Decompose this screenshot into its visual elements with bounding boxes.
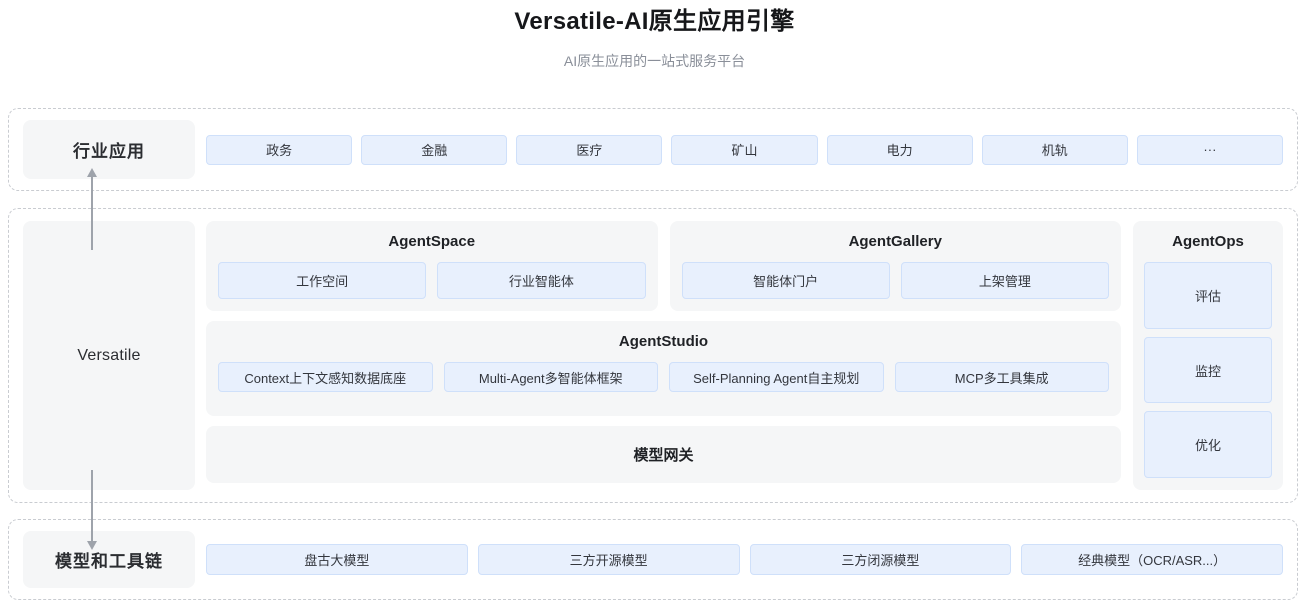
agentgallery-item-listing-management[interactable]: 上架管理 xyxy=(900,262,1109,299)
arrow-up-icon xyxy=(87,168,97,250)
agentspace-item-industry-agent[interactable]: 行业智能体 xyxy=(437,262,646,299)
agentops-items: 评估 监控 优化 xyxy=(1144,262,1272,479)
agentops-title: AgentOps xyxy=(1172,233,1244,250)
platform-top-groups: AgentSpace 工作空间 行业智能体 AgentGallery 智能体门户… xyxy=(206,221,1121,311)
agentspace-card: AgentSpace 工作空间 行业智能体 xyxy=(206,221,658,311)
industry-item-healthcare[interactable]: 医疗 xyxy=(516,134,663,165)
industry-label: 行业应用 xyxy=(23,120,195,179)
models-item-classic[interactable]: 经典模型（OCR/ASR...） xyxy=(1021,544,1283,575)
models-pill-strip: 盘古大模型 三方开源模型 三方闭源模型 经典模型（OCR/ASR...） xyxy=(206,531,1283,588)
industry-item-power[interactable]: 电力 xyxy=(826,134,973,165)
agentgallery-card: AgentGallery 智能体门户 上架管理 xyxy=(669,221,1121,311)
agentops-item-evaluation[interactable]: 评估 xyxy=(1144,262,1272,329)
industry-item-rail[interactable]: 机轨 xyxy=(981,134,1128,165)
industry-item-finance[interactable]: 金融 xyxy=(361,134,508,165)
industry-item-government[interactable]: 政务 xyxy=(206,134,353,165)
agentstudio-items: Context上下文感知数据底座 Multi-Agent多智能体框架 Self-… xyxy=(218,362,1109,404)
models-row: 模型和工具链 盘古大模型 三方开源模型 三方闭源模型 经典模型（OCR/ASR.… xyxy=(9,520,1297,599)
industry-item-mining[interactable]: 矿山 xyxy=(671,134,818,165)
agentstudio-item-mcp[interactable]: MCP多工具集成 xyxy=(894,362,1109,392)
arrow-down-icon xyxy=(87,470,97,550)
models-item-third-party-closed-source[interactable]: 三方闭源模型 xyxy=(749,544,1012,575)
agentspace-item-workspace[interactable]: 工作空间 xyxy=(218,262,427,299)
platform-label: Versatile xyxy=(23,221,195,490)
agentops-item-optimization[interactable]: 优化 xyxy=(1144,411,1272,479)
page-title: Versatile-AI原生应用引擎 xyxy=(514,8,795,35)
agentgallery-items: 智能体门户 上架管理 xyxy=(681,262,1109,299)
models-label: 模型和工具链 xyxy=(23,531,195,588)
platform-row: Versatile AgentSpace 工作空间 行业智能体 AgentGal… xyxy=(9,209,1297,502)
agentops-item-monitoring[interactable]: 监控 xyxy=(1144,336,1272,404)
agentstudio-title: AgentStudio xyxy=(618,333,709,350)
page-header: Versatile-AI原生应用引擎 AI原生应用的一站式服务平台 xyxy=(0,0,1309,71)
industry-row: 行业应用 政务 金融 医疗 矿山 电力 机轨 ··· xyxy=(9,109,1297,190)
platform-main-column: AgentSpace 工作空间 行业智能体 AgentGallery 智能体门户… xyxy=(206,221,1121,490)
models-item-third-party-open-source[interactable]: 三方开源模型 xyxy=(477,544,740,575)
agentgallery-title: AgentGallery xyxy=(848,233,942,250)
platform-section: Versatile AgentSpace 工作空间 行业智能体 AgentGal… xyxy=(8,208,1298,503)
agentgallery-item-agent-portal[interactable]: 智能体门户 xyxy=(681,262,890,299)
models-item-pangu[interactable]: 盘古大模型 xyxy=(206,544,468,575)
agentops-card: AgentOps 评估 监控 优化 xyxy=(1133,221,1283,490)
agentstudio-card: AgentStudio Context上下文感知数据底座 Multi-Agent… xyxy=(206,321,1121,416)
industry-item-more[interactable]: ··· xyxy=(1136,134,1283,165)
agentspace-items: 工作空间 行业智能体 xyxy=(218,262,646,299)
agentstudio-item-context[interactable]: Context上下文感知数据底座 xyxy=(218,362,433,392)
industry-pill-strip: 政务 金融 医疗 矿山 电力 机轨 ··· xyxy=(206,120,1283,179)
industry-applications-section: 行业应用 政务 金融 医疗 矿山 电力 机轨 ··· xyxy=(8,108,1298,191)
agentstudio-item-self-planning[interactable]: Self-Planning Agent自主规划 xyxy=(669,362,884,392)
models-toolchain-section: 模型和工具链 盘古大模型 三方开源模型 三方闭源模型 经典模型（OCR/ASR.… xyxy=(8,519,1298,600)
page-subtitle: AI原生应用的一站式服务平台 xyxy=(563,53,746,69)
model-gateway-bar[interactable]: 模型网关 xyxy=(206,426,1121,483)
agentstudio-item-multi-agent[interactable]: Multi-Agent多智能体框架 xyxy=(443,362,658,392)
agentspace-title: AgentSpace xyxy=(388,233,476,250)
